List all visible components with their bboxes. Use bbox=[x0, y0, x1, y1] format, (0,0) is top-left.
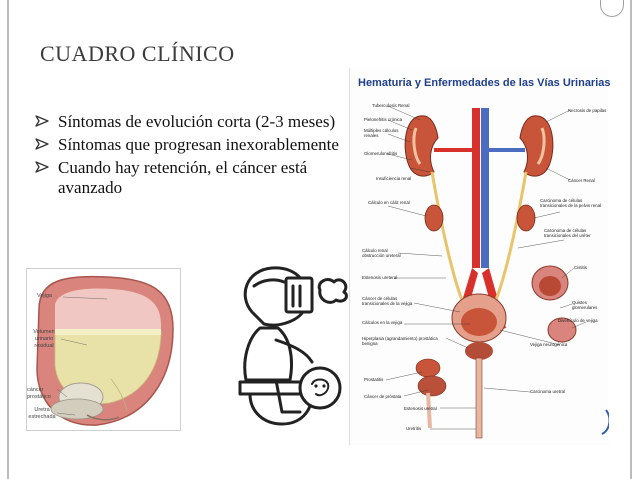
label-urethritis: Uretritis bbox=[406, 426, 422, 431]
bullet-arrow-icon bbox=[35, 161, 49, 173]
bullet-arrow-icon bbox=[35, 138, 49, 150]
bullet-text: Síntomas de evolución corta (2-3 meses) bbox=[58, 112, 336, 131]
slide-title: CUADRO CLÍNICO bbox=[40, 41, 235, 66]
label-bladder: Vejiga bbox=[37, 293, 52, 299]
urinary-tract-infographic: Hematuria y Enfermedades de las Vías Uri… bbox=[349, 68, 611, 445]
label-bladder-stones: Cálculos en la vejiga bbox=[362, 320, 403, 325]
label-prostatitis: Prostatitis bbox=[364, 377, 384, 382]
slide-frame-right bbox=[630, 0, 632, 479]
bullet-item: Cuando hay retención, el cáncer está ava… bbox=[34, 158, 354, 198]
label-tuberculosis: Tuberculosis Renal bbox=[372, 103, 410, 108]
bladder-cross-section-illustration bbox=[36, 275, 174, 426]
infographic-title: Hematuria y Enfermedades de las Vías Uri… bbox=[358, 77, 611, 89]
bullet-text: Cuando hay retención, el cáncer está ava… bbox=[58, 158, 308, 197]
label-ureteral-stenosis: Estenosis ureteral bbox=[362, 275, 398, 280]
urinary-tract-illustration bbox=[385, 105, 609, 439]
label-bladder-diverticulum: Divertículo de vejiga bbox=[558, 318, 598, 323]
bladder-retention-figure: Vejiga Volumen urinario residual cáncer … bbox=[26, 268, 181, 431]
label-urethral-stenosis: Estenosis uretral bbox=[404, 406, 437, 411]
label-bladder-tcc: Cáncer de células transicionales de la v… bbox=[362, 296, 413, 306]
label-glomerulonephritis: Glomerulonefritis bbox=[364, 151, 398, 156]
label-residual-volume: Volumen urinario residual bbox=[33, 329, 55, 349]
label-neurogenic-bladder: Vejiga neurogénica bbox=[530, 342, 568, 347]
label-multiple-stones: Múltiples cálculos renales bbox=[364, 128, 399, 138]
label-prostate-cancer-fig: cáncer prostático bbox=[27, 387, 51, 400]
corner-ornament bbox=[600, 0, 624, 17]
bullet-arrow-icon bbox=[35, 115, 49, 127]
label-renal-failure: Insuficiencia renal bbox=[376, 176, 412, 181]
label-prostate-cancer: Cáncer de próstata bbox=[364, 394, 402, 399]
label-narrowed-urethra: Uretra estrechada bbox=[28, 407, 56, 420]
slide-frame-left bbox=[7, 0, 9, 479]
label-urethral-carcinoma: Carcinoma uretral bbox=[530, 389, 565, 394]
label-pelvis-carcinoma: Carcinoma de células transicionales de l… bbox=[540, 198, 602, 208]
label-ureter-carcinoma: Carcinoma de células transicionales del … bbox=[544, 228, 591, 238]
label-cystitis: Cistitis bbox=[574, 265, 587, 270]
bullet-text: Síntomas que progresan inexorablemente bbox=[58, 135, 339, 154]
label-bph: Hiperplasia (agrandamiento) prostática b… bbox=[362, 336, 438, 346]
label-glomerular-cysts: Quistes glomerulares bbox=[572, 300, 598, 310]
bullet-list: Síntomas de evolución corta (2-3 meses) … bbox=[34, 112, 354, 201]
bullet-item: Síntomas de evolución corta (2-3 meses) bbox=[34, 112, 354, 132]
bullet-item: Síntomas que progresan inexorablemente bbox=[34, 135, 354, 155]
label-pyelonephritis: Pielonefritis crónica bbox=[364, 117, 403, 122]
label-ureteral-obstruction: Cálculo renal obstrucción ureteral bbox=[362, 248, 401, 258]
label-renal-cancer: Cáncer Renal bbox=[568, 178, 595, 183]
cartoon-person-illustration bbox=[238, 266, 348, 426]
label-calyx-stone: Cálculo en cáliz renal bbox=[368, 200, 410, 205]
label-papillary-necrosis: Necrosis de papilas bbox=[568, 108, 607, 113]
